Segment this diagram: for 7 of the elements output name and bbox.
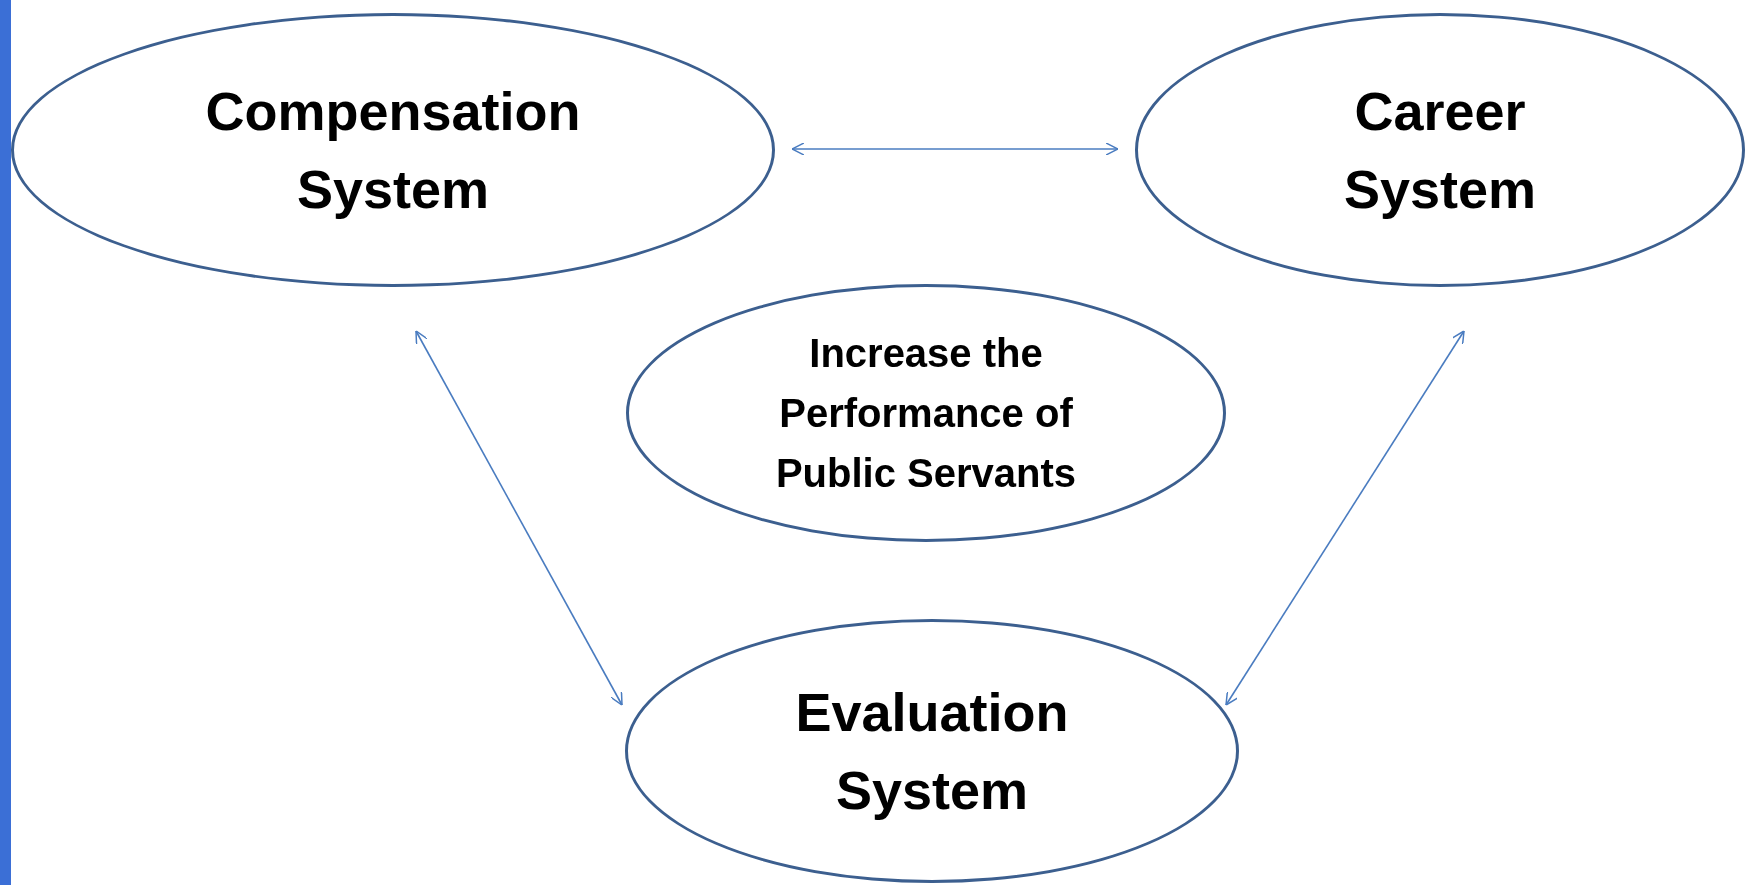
node-label: Career System — [1342, 79, 1538, 221]
node-label: Evaluation System — [794, 680, 1070, 822]
double-arrow — [1225, 330, 1465, 706]
double-arrow — [791, 142, 1119, 156]
double-arrow — [415, 330, 623, 706]
node-label: Compensation System — [204, 79, 582, 221]
node-label: Increase the Performance of Public Servants — [774, 330, 1078, 497]
